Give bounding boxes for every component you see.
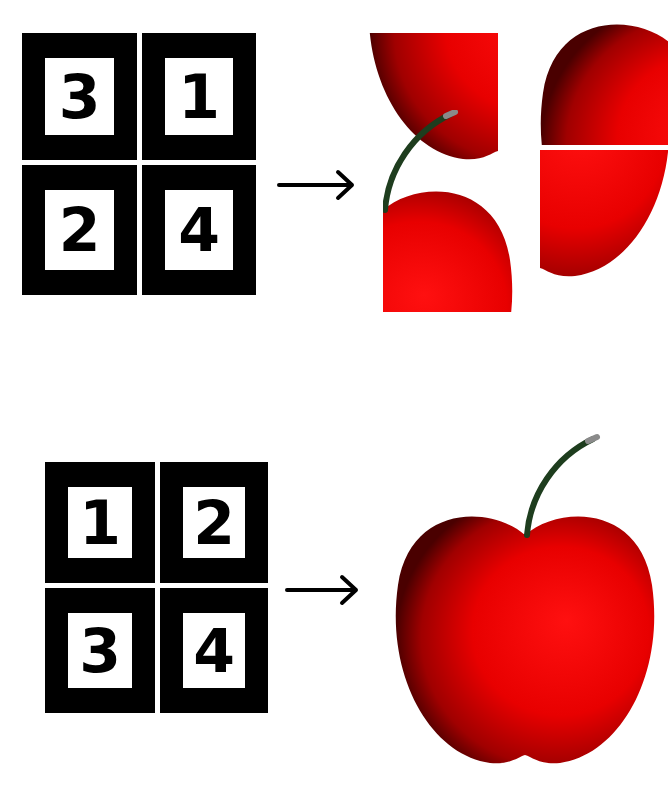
tile-number: 4 (193, 621, 235, 681)
number-tile: 1 (45, 462, 155, 583)
apple-piece (254, 112, 513, 438)
tile-face: 1 (165, 58, 233, 135)
number-tile: 1 (142, 33, 256, 160)
tile-number: 4 (178, 200, 220, 260)
tile-number: 2 (59, 200, 101, 260)
tile-number: 3 (79, 621, 121, 681)
number-tile: 3 (45, 588, 155, 713)
tile-face: 3 (68, 613, 132, 688)
tile-face: 3 (45, 58, 114, 135)
tile-face: 4 (183, 613, 245, 688)
tile-face: 2 (183, 487, 245, 558)
tile-number: 1 (79, 493, 121, 553)
number-tile: 2 (22, 165, 137, 295)
tile-number: 1 (178, 67, 220, 127)
number-tile: 2 (160, 462, 268, 583)
tile-number: 2 (193, 493, 235, 553)
arrow-symbol (279, 172, 356, 603)
apple-whole (396, 437, 655, 763)
tile-face: 4 (165, 190, 233, 270)
apple-piece (411, 0, 668, 276)
number-tile: 4 (160, 588, 268, 713)
number-tile: 3 (22, 33, 137, 160)
number-tile: 4 (142, 165, 256, 295)
tile-face: 1 (68, 487, 132, 558)
tile-number: 3 (59, 67, 101, 127)
tile-face: 2 (45, 190, 114, 270)
